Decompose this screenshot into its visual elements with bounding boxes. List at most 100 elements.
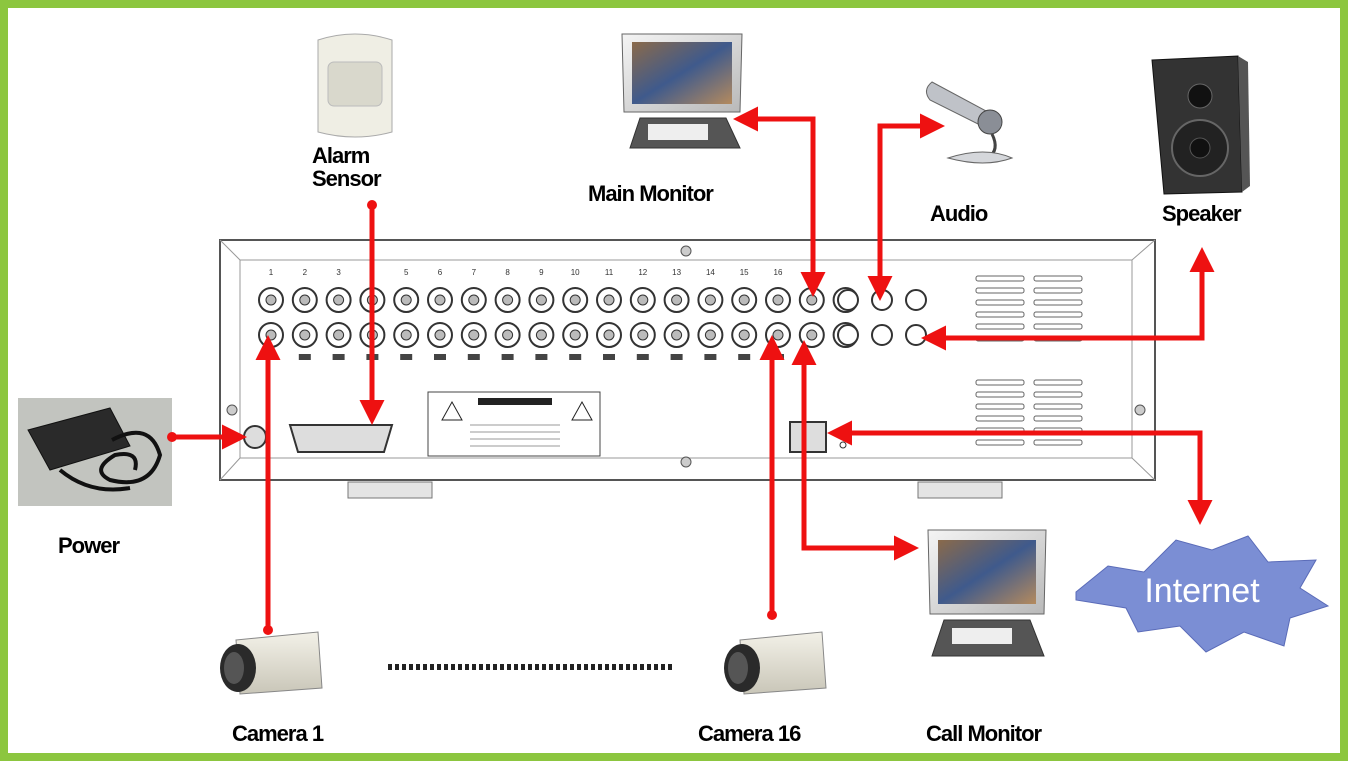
terminator-switch — [501, 354, 514, 360]
bnc-connector-core — [400, 329, 412, 341]
bnc-connector-core — [671, 294, 683, 306]
speaker-device — [1151, 55, 1250, 195]
vent-slot — [975, 311, 1025, 318]
alarm-sensor-label-line1: Alarm — [312, 143, 370, 168]
bnc-connector-core — [265, 329, 277, 341]
bnc-connector-core — [637, 329, 649, 341]
bnc-connector-core — [434, 294, 446, 306]
terminator-switch — [704, 354, 717, 360]
channel-number: 3 — [336, 268, 341, 277]
bnc-connector-core — [603, 329, 615, 341]
bnc-connector-core — [468, 294, 480, 306]
bnc-connector-core — [535, 294, 547, 306]
speaker-label: Speaker — [1162, 201, 1242, 226]
vent-slot — [975, 439, 1025, 446]
vent-slot — [975, 403, 1025, 410]
vent-slot — [975, 323, 1025, 330]
channel-number: 7 — [472, 268, 477, 277]
call-monitor-label: Call Monitor — [926, 721, 1042, 746]
microphone-device — [926, 81, 1014, 164]
vent-slot — [1033, 323, 1083, 330]
bnc-connector-core — [299, 294, 311, 306]
bnc-connector-core — [603, 294, 615, 306]
terminator-switch — [332, 354, 345, 360]
bnc-connector-core — [772, 294, 784, 306]
bnc-connector-core — [502, 329, 514, 341]
power-adapter-device — [18, 398, 172, 506]
terminator-switch — [467, 354, 480, 360]
channel-number: 15 — [740, 268, 749, 277]
vent-slot — [1033, 415, 1083, 422]
vent-slot — [1033, 311, 1083, 318]
internet-label: Internet — [1144, 572, 1260, 610]
bnc-connector-core — [806, 294, 818, 306]
alarm-sensor-label: Alarm Sensor — [312, 143, 382, 192]
vent-slot — [1033, 299, 1083, 306]
bnc-connector-core — [468, 329, 480, 341]
channel-number: 6 — [438, 268, 443, 277]
vent-slot — [975, 275, 1025, 282]
terminator-switch — [569, 354, 582, 360]
channel-number: 11 — [605, 268, 614, 277]
terminator-switch — [738, 354, 751, 360]
channel-number: 14 — [706, 268, 715, 277]
vent-slot — [1033, 379, 1083, 386]
channel-number: 16 — [774, 268, 783, 277]
power-socket — [243, 425, 267, 449]
terminator-switch — [434, 354, 446, 360]
bnc-connector-core — [738, 329, 750, 341]
audio-connector — [837, 324, 859, 346]
connection-arrows — [167, 106, 1215, 635]
bnc-connector-core — [400, 294, 412, 306]
internet-cloud: Internet — [1075, 535, 1330, 653]
vent-slot — [975, 415, 1025, 422]
channel-number: 13 — [672, 268, 681, 277]
vent-slot — [975, 379, 1025, 386]
main-monitor-device — [621, 33, 743, 149]
bnc-connector-core — [299, 329, 311, 341]
camera-16-label: Camera 16 — [698, 721, 801, 746]
vent-slot — [1033, 439, 1083, 446]
channel-number: 8 — [505, 268, 510, 277]
bnc-connector-core — [806, 329, 818, 341]
bnc-connector-core — [704, 329, 716, 341]
bnc-connector-core — [704, 294, 716, 306]
alarm-sensor-device — [317, 33, 393, 138]
channel-number: 12 — [638, 268, 647, 277]
bnc-connector-core — [265, 294, 277, 306]
main-monitor-label: Main Monitor — [588, 181, 714, 206]
channel-number: 9 — [539, 268, 544, 277]
channel-number: 10 — [571, 268, 580, 277]
vent-slot — [1033, 391, 1083, 398]
terminator-switch — [535, 354, 548, 360]
bnc-connector-core — [434, 329, 446, 341]
terminator-switch — [636, 354, 649, 360]
terminator-switch — [400, 354, 413, 360]
bnc-connector-core — [333, 294, 345, 306]
audio-connector — [871, 324, 893, 346]
channel-number: 2 — [303, 268, 308, 277]
call-monitor-device — [927, 529, 1047, 657]
vent-slot — [975, 287, 1025, 294]
vent-slot — [975, 391, 1025, 398]
alarm-sensor-label-line2: Sensor — [312, 166, 382, 192]
bnc-connector-core — [569, 294, 581, 306]
bnc-connector-core — [738, 294, 750, 306]
audio-connector — [905, 324, 927, 346]
bnc-connector-core — [569, 329, 581, 341]
channel-number: 1 — [269, 268, 274, 277]
vent-slot — [1033, 403, 1083, 410]
bnc-connector-core — [535, 329, 547, 341]
bnc-connector-core — [772, 329, 784, 341]
audio-connector — [905, 289, 927, 311]
power-label: Power — [58, 533, 120, 558]
camera-1-label: Camera 1 — [232, 721, 324, 746]
bnc-connector-core — [333, 329, 345, 341]
bnc-connector-core — [671, 329, 683, 341]
vent-slot — [1033, 275, 1083, 282]
terminator-switch — [670, 354, 683, 360]
lan-port — [789, 421, 827, 453]
channel-number: 5 — [404, 268, 409, 277]
